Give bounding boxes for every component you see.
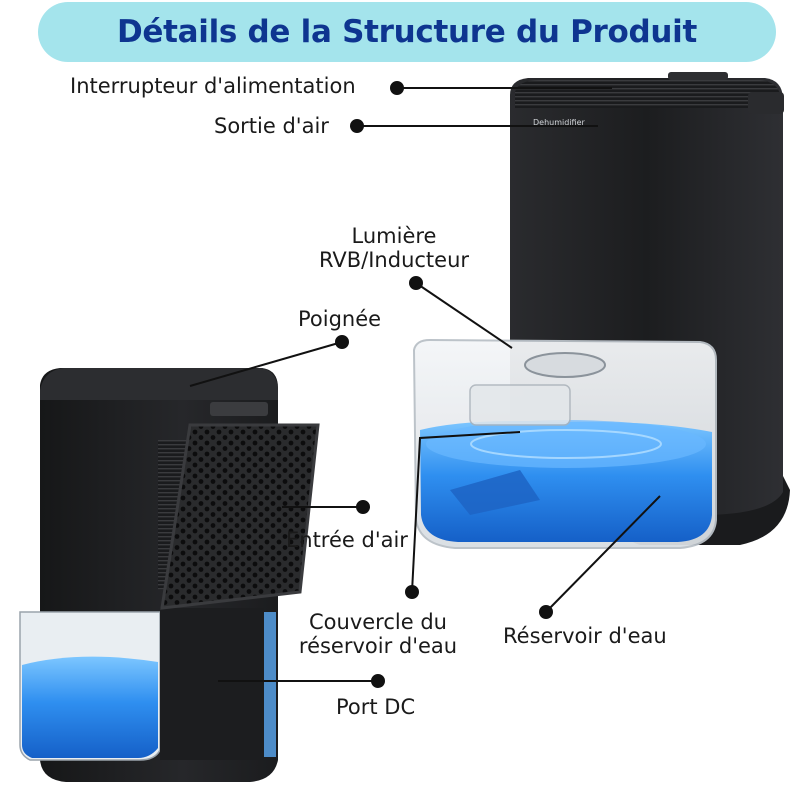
callout-dot-tank-cover	[405, 585, 419, 599]
right-dehumidifier: Dehumidifier	[412, 72, 790, 549]
water-ripple	[470, 429, 662, 459]
filter-hinge	[210, 402, 268, 416]
product-print-label: Dehumidifier	[533, 118, 586, 127]
label-rgb-light-line2: RVB/Inducteur	[318, 248, 470, 272]
label-air-inlet: Entrée d'air	[286, 528, 408, 552]
callout-line-handle	[189, 341, 343, 387]
page-title: Détails de la Structure du Produit	[116, 14, 698, 50]
water-surface	[426, 420, 706, 468]
rgb-light-ring	[524, 352, 606, 378]
callout-dot-air-outlet	[350, 119, 364, 133]
callout-dot-water-tank	[539, 605, 553, 619]
top-vent-grille	[515, 80, 780, 108]
callout-dot-handle	[335, 335, 349, 349]
label-tank-cover-line2: réservoir d'eau	[298, 634, 458, 658]
title-banner: Détails de la Structure du Produit	[38, 2, 776, 62]
label-power-switch: Interrupteur d'alimentation	[70, 74, 356, 98]
callout-line-rgb	[415, 282, 513, 349]
label-dc-port: Port DC	[336, 695, 416, 719]
label-tank-cover-line1: Couvercle du	[309, 610, 447, 634]
tank-float	[469, 384, 571, 426]
label-tank-cover: Couvercle du réservoir d'eau	[288, 610, 468, 658]
left-tank-front	[160, 608, 264, 760]
label-rgb-light: Lumière RVB/Inducteur	[300, 224, 488, 272]
left-top-handle	[40, 368, 278, 400]
callout-dot-air-inlet	[356, 500, 370, 514]
left-dehumidifier	[19, 368, 320, 782]
label-air-outlet: Sortie d'air	[214, 114, 329, 138]
callout-dot-rgb	[409, 276, 423, 290]
callout-dot-dc-port	[371, 674, 385, 688]
side-grip	[748, 92, 784, 114]
label-handle: Poignée	[298, 307, 382, 331]
callout-line-tank-cover	[411, 431, 521, 593]
power-switch-buttons	[668, 72, 728, 80]
callouts	[189, 81, 661, 688]
callout-line-water-tank	[545, 495, 661, 613]
callout-dot-power	[390, 81, 404, 95]
label-water-tank: Réservoir d'eau	[503, 624, 667, 648]
submerged-channel	[450, 470, 540, 515]
left-right-window	[262, 612, 276, 757]
air-inlet-filter-door	[160, 423, 320, 610]
left-tank-water	[22, 656, 158, 758]
label-rgb-light-line1: Lumière	[351, 224, 437, 248]
